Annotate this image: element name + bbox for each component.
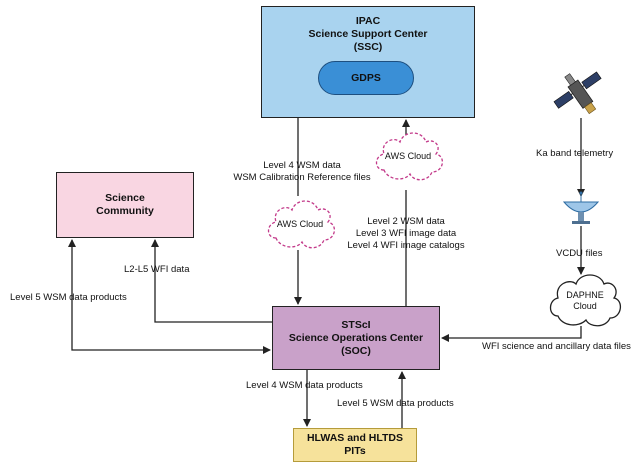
label-soc-up-3: Level 4 WFI image catalogs: [347, 240, 465, 251]
arrow-community-soc-level5: [71, 240, 271, 354]
label-soc-up-2: Level 3 WFI image data: [355, 228, 457, 239]
pits-line2: PITs: [344, 445, 366, 457]
soc-abbr: (SOC): [341, 344, 371, 357]
ground-antenna-icon: [562, 191, 600, 224]
label-level4-pits: Level 4 WSM data products: [246, 380, 363, 391]
soc-box: STScI Science Operations Center (SOC): [272, 306, 440, 370]
label-soc-up: Level 2 WSM data Level 3 WFI image data …: [342, 216, 470, 252]
gdps-box: GDPS: [318, 61, 414, 95]
aws-cloud-right-label: AWS Cloud: [384, 151, 432, 161]
daphne-line1: DAPHNE: [566, 290, 604, 300]
label-ssc-down: Level 4 WSM data WSM Calibration Referen…: [222, 160, 382, 184]
community-line2: Community: [96, 205, 154, 217]
cloud-icon: [549, 274, 621, 327]
daphne-line2: Cloud: [573, 301, 597, 311]
ssc-subtitle: Science Support Center: [308, 28, 428, 40]
science-community-box: Science Community: [56, 172, 194, 238]
community-line1: Science: [105, 192, 145, 204]
daphne-cloud: [549, 274, 621, 327]
label-l2-l5: L2-L5 WFI data: [124, 264, 190, 275]
pits-box: HLWAS and HLTDS PITs: [293, 428, 417, 462]
label-vcdu: VCDU files: [556, 248, 603, 259]
label-level5-pits: Level 5 WSM data products: [337, 398, 454, 409]
aws-cloud-upper: [267, 200, 335, 249]
label-wfi-science: WFI science and ancillary data files: [482, 341, 631, 352]
label-ssc-down-1: Level 4 WSM data: [263, 160, 341, 171]
label-ssc-down-2: WSM Calibration Reference files: [233, 172, 371, 183]
label-ka-band: Ka band telemetry: [536, 148, 614, 159]
aws-cloud-right: [375, 132, 443, 181]
label-soc-up-1: Level 2 WSM data: [367, 216, 445, 227]
aws-cloud-upper-label: AWS Cloud: [276, 219, 324, 229]
daphne-cloud-label: DAPHNE Cloud: [560, 290, 610, 312]
satellite-icon: [553, 71, 602, 115]
cloud-icon: [375, 132, 443, 181]
pits-line1: HLWAS and HLTDS: [306, 432, 404, 444]
arrow-daphne-to-soc: [441, 326, 582, 342]
ssc-abbr: (SSC): [353, 41, 383, 53]
soc-subtitle: Science Operations Center: [288, 331, 424, 344]
arrow-soc-to-community-l2l5: [151, 239, 272, 323]
label-level5-community: Level 5 WSM data products: [10, 292, 127, 303]
ssc-title: IPAC: [355, 15, 381, 27]
arrowhead-community: [68, 239, 76, 247]
cloud-icon: [267, 200, 335, 249]
soc-title: STScI: [341, 318, 371, 331]
